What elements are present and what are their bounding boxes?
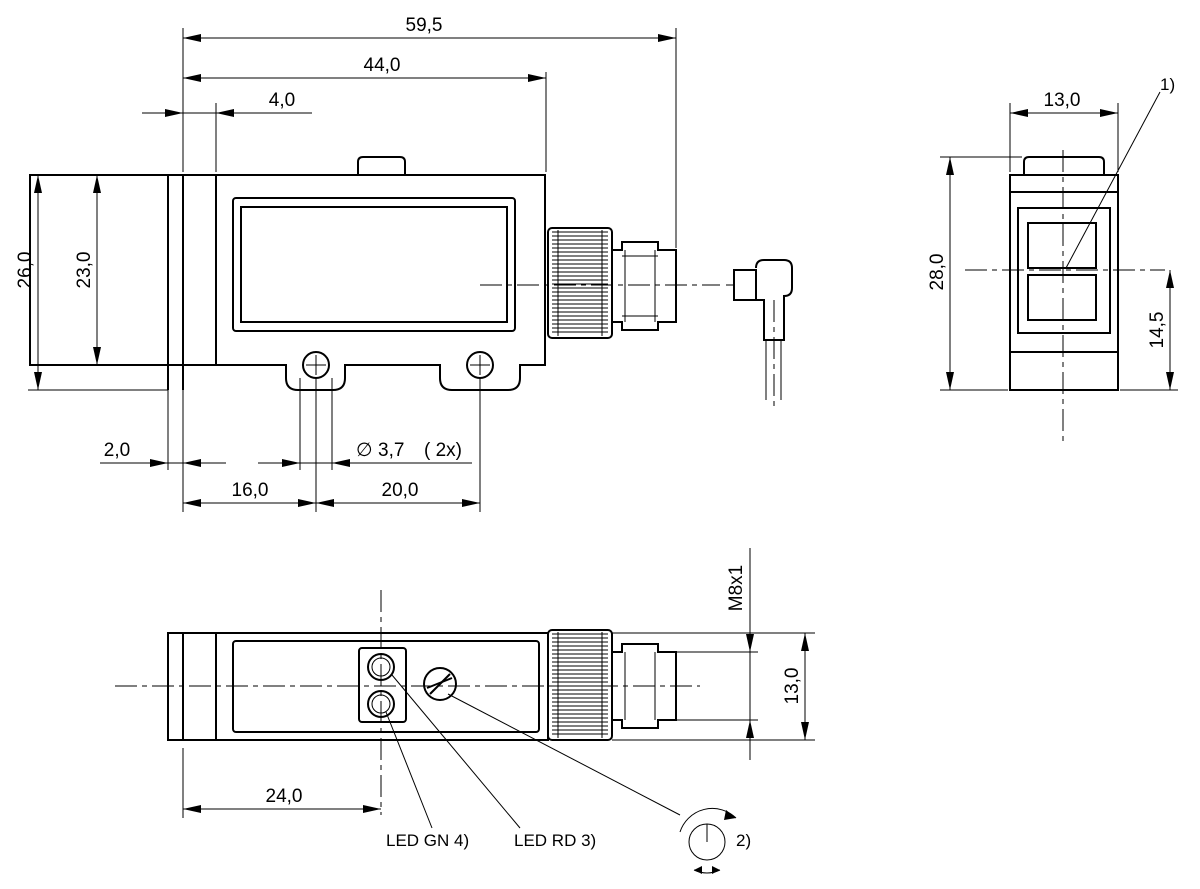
dim-hole-count: ( 2x) [424, 440, 462, 461]
side-dimensions: 13,0 1) 28,0 14,5 [927, 75, 1178, 391]
dim-overall-length: 59,5 [406, 15, 443, 36]
knurl-lines [552, 230, 608, 336]
dim-height-housing: 23,0 [74, 252, 95, 289]
thread-body [611, 241, 677, 331]
callout-note-2: 2) [736, 831, 751, 850]
bottom-knurl-lines [552, 632, 608, 738]
dim-side-width: 13,0 [1044, 90, 1081, 111]
dim-hole-diameter: 3,7 [378, 440, 404, 461]
cable-plug [726, 259, 793, 410]
display-window-outer [232, 197, 516, 332]
dim-housing-length: 44,0 [364, 55, 401, 76]
label-led-red: LED RD 3) [514, 831, 596, 850]
dim-offset-top: 4,0 [269, 90, 295, 111]
dim-thread: M8x1 [726, 565, 747, 611]
bottom-dimensions: M8x1 13,0 24,0 LED GN 4) LED RD 3) 2) [182, 548, 815, 874]
label-led-green: LED GN 4) [386, 831, 469, 850]
dim-side-center-height: 14,5 [1147, 312, 1168, 349]
side-led-bottom [1027, 274, 1097, 321]
base-plate-outline [29, 174, 546, 391]
display-window-inner [240, 206, 508, 323]
side-body [1009, 174, 1119, 391]
side-led-top [1027, 222, 1097, 269]
callout-note-1: 1) [1160, 75, 1175, 94]
dim-hole-pos-1: 16,0 [232, 480, 269, 501]
front-dimensions: 59,5 44,0 4,0 26,0 23,0 2,0 [15, 15, 677, 512]
dim-height-total: 26,0 [15, 252, 36, 289]
dim-side-height: 28,0 [927, 254, 948, 291]
dim-offset-bottom: 2,0 [104, 440, 130, 461]
front-view [29, 156, 793, 410]
led-block [358, 647, 407, 723]
adjust-knob-icon [679, 807, 737, 874]
diameter-symbol: ∅ [356, 440, 373, 461]
dim-hole-spacing: 20,0 [382, 480, 419, 501]
dim-led-position: 24,0 [266, 786, 303, 807]
potentiometer [423, 667, 457, 701]
side-view [965, 150, 1165, 445]
dim-bottom-width: 13,0 [782, 668, 803, 705]
bottom-view [115, 590, 700, 815]
side-top-tab [1023, 156, 1105, 175]
top-tab [357, 156, 406, 175]
